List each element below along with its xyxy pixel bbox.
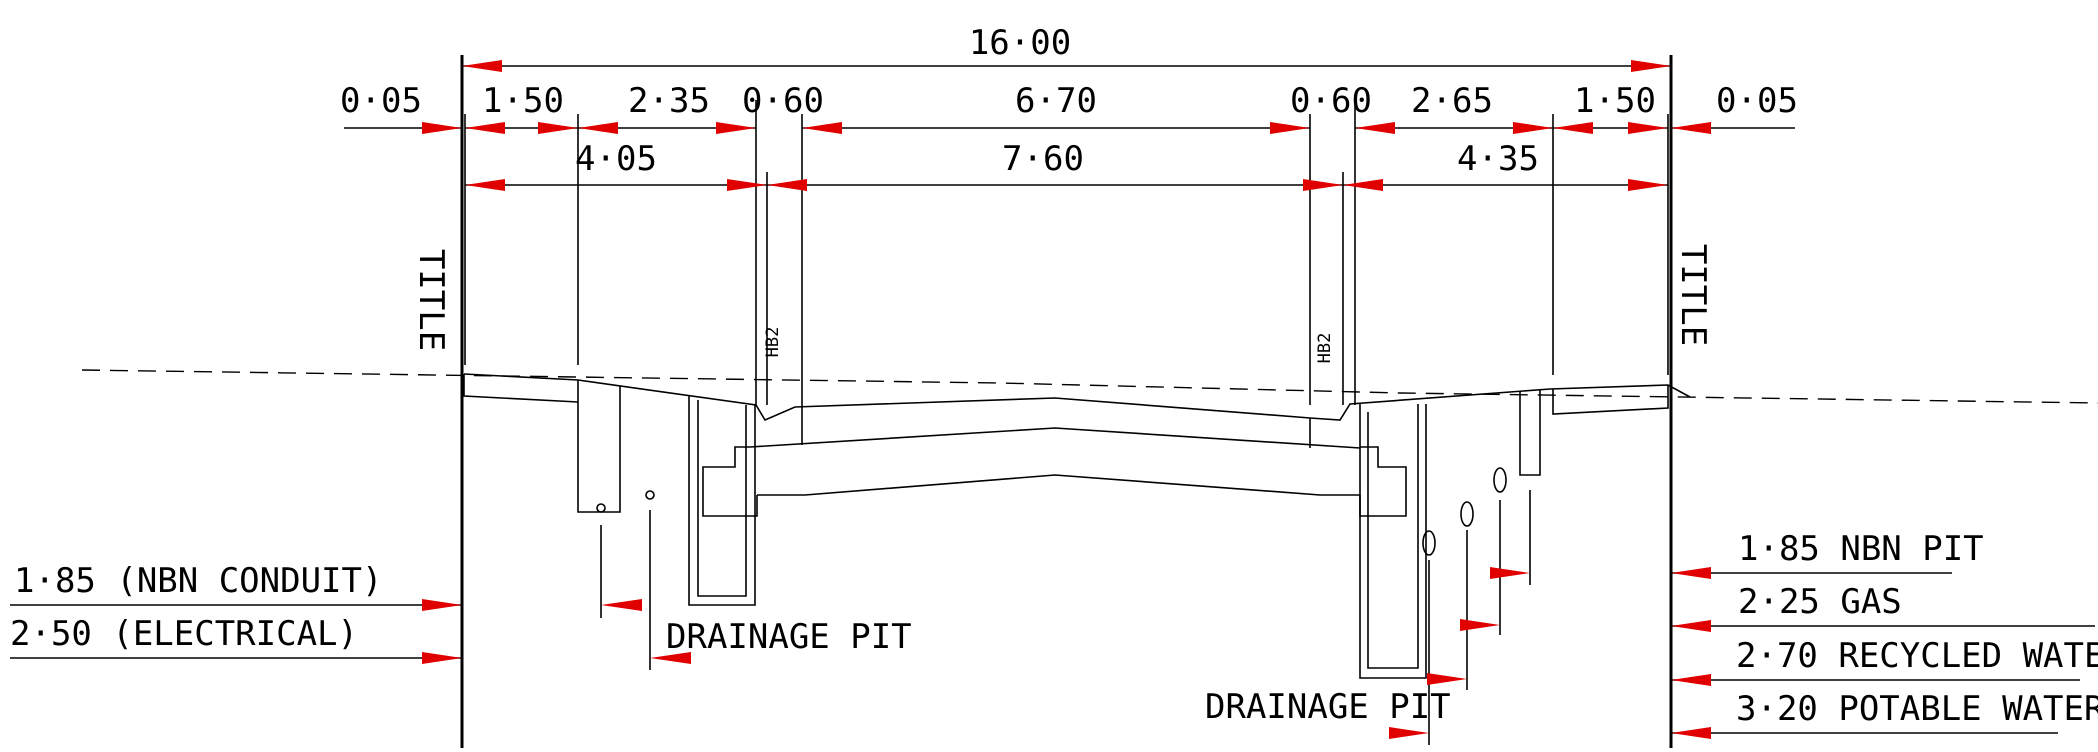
- total-width-arrow-left: [462, 60, 502, 72]
- dim-right-verge-total: 4·35: [1457, 139, 1539, 179]
- service-label-nbn-pit: 1·85 NBN PIT: [1738, 529, 1984, 569]
- dim-left-footpath: 1·50: [482, 81, 564, 121]
- total-width-arrow-right: [1631, 60, 1671, 72]
- dim-left-kerb: 0·60: [742, 81, 824, 121]
- dim-right-title-offset: 0·05: [1716, 81, 1798, 121]
- service-label-recycled-water: 2·70 RECYCLED WATER: [1736, 636, 2098, 676]
- gas-offset-arrow: [1460, 619, 1500, 631]
- natural-surface-line: [81, 369, 2098, 404]
- total-width-dimension: 16·00: [462, 23, 1671, 72]
- right-drainage-pit-label: DRAINAGE PIT: [1205, 687, 1451, 727]
- electrical-symbol: [645, 490, 655, 500]
- nbn-pit-symbol: [1493, 467, 1507, 493]
- potable-water-offset-arrow: [1389, 727, 1429, 739]
- dim-left-verge: 2·35: [628, 81, 710, 121]
- dim-left-title-offset: 0·05: [340, 81, 422, 121]
- nbn-conduit-offset-arrow: [601, 599, 642, 611]
- recycled-water-offset-arrow: [1427, 673, 1467, 685]
- dim-carriageway: 6·70: [1015, 81, 1097, 121]
- gas-symbol: [1460, 501, 1474, 527]
- dim-right-verge: 2·65: [1411, 81, 1493, 121]
- left-services: 1·85 (NBN CONDUIT) 2·50 (ELECTRICAL) DRA…: [10, 490, 912, 670]
- electrical-offset-arrow: [650, 652, 691, 664]
- top-row-dimensions: 0·05 1·50 2·35 0·60 6·70 0·60 2·65 1·50 …: [340, 81, 1798, 405]
- right-title-label: TITLE: [1673, 244, 1713, 346]
- total-width-label: 16·00: [969, 23, 1071, 63]
- recycled-water-symbol: [1422, 530, 1436, 556]
- service-label-electrical: 2·50 (ELECTRICAL): [10, 614, 358, 654]
- service-label-gas: 2·25 GAS: [1738, 582, 1902, 622]
- left-barrier-label: HB2: [763, 327, 783, 358]
- dim-left-verge-total: 4·05: [575, 139, 657, 179]
- pavement-section: [463, 373, 1691, 517]
- service-label-nbn-conduit: 1·85 (NBN CONDUIT): [14, 561, 382, 601]
- left-drainage-pit: [688, 395, 756, 606]
- right-barrier-label: HB2: [1315, 333, 1335, 364]
- service-label-potable-water: 3·20 POTABLE WATER: [1736, 689, 2098, 729]
- right-services: 1·85 NBN PIT 2·25 GAS 2·70 RECYCLED WATE…: [1205, 467, 2098, 745]
- second-row-dimensions: 4·05 7·60 4·35: [465, 139, 1668, 405]
- dim-right-footpath: 1·50: [1574, 81, 1656, 121]
- dim-right-kerb: 0·60: [1290, 81, 1372, 121]
- left-title-label: TITLE: [411, 249, 451, 351]
- left-drainage-pit-label: DRAINAGE PIT: [666, 617, 912, 657]
- dim-kerb-to-kerb: 7·60: [1002, 139, 1084, 179]
- right-drainage-pit: [1359, 404, 1427, 679]
- nbn-conduit-symbol: [596, 503, 606, 513]
- nbn-pit-offset-arrow: [1490, 567, 1530, 579]
